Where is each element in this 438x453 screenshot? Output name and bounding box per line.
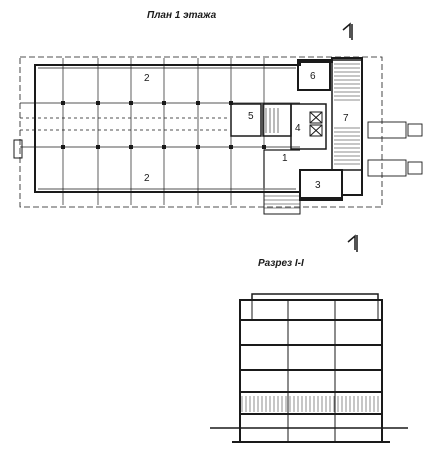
stair-treads — [265, 108, 279, 133]
technical-floor-hatch — [241, 396, 379, 412]
room-4-label: 4 — [295, 123, 301, 134]
section-drawing — [210, 293, 408, 443]
room-1-walls — [263, 149, 300, 188]
room-2-bottom-label: 2 — [144, 173, 150, 184]
room-3-label: 3 — [315, 180, 321, 191]
room-5-box — [230, 103, 262, 137]
loading-trucks — [367, 121, 423, 177]
plan-title: План 1 этажа — [147, 10, 217, 21]
room-4-box — [290, 103, 327, 150]
room-3-box — [299, 169, 343, 199]
columns — [61, 101, 266, 149]
room-2-top-label: 2 — [144, 73, 150, 84]
section-title: Разрез I-I — [258, 258, 304, 269]
section-mark-bottom — [347, 234, 358, 252]
axis-frame — [19, 56, 383, 208]
left-entrance — [13, 139, 23, 159]
grid-verticals — [62, 58, 265, 205]
room-7-hatch — [334, 63, 360, 165]
room-7-box — [331, 59, 363, 171]
entrance-step-lines — [264, 195, 300, 209]
section-mark-top — [342, 22, 353, 40]
room-6-box — [297, 59, 331, 91]
grid-horizontals — [20, 102, 300, 148]
room-7-label: 7 — [343, 113, 349, 124]
room-6-label: 6 — [310, 71, 316, 82]
inner-wall — [38, 67, 296, 190]
section-columns — [251, 294, 379, 442]
entrance-steps — [263, 191, 301, 215]
stair-box — [262, 103, 292, 137]
floor-slabs — [240, 319, 382, 415]
floor-plan — [13, 22, 423, 215]
elevators — [309, 111, 323, 137]
room-1-label: 1 — [282, 153, 288, 164]
room-5-label: 5 — [248, 111, 254, 122]
